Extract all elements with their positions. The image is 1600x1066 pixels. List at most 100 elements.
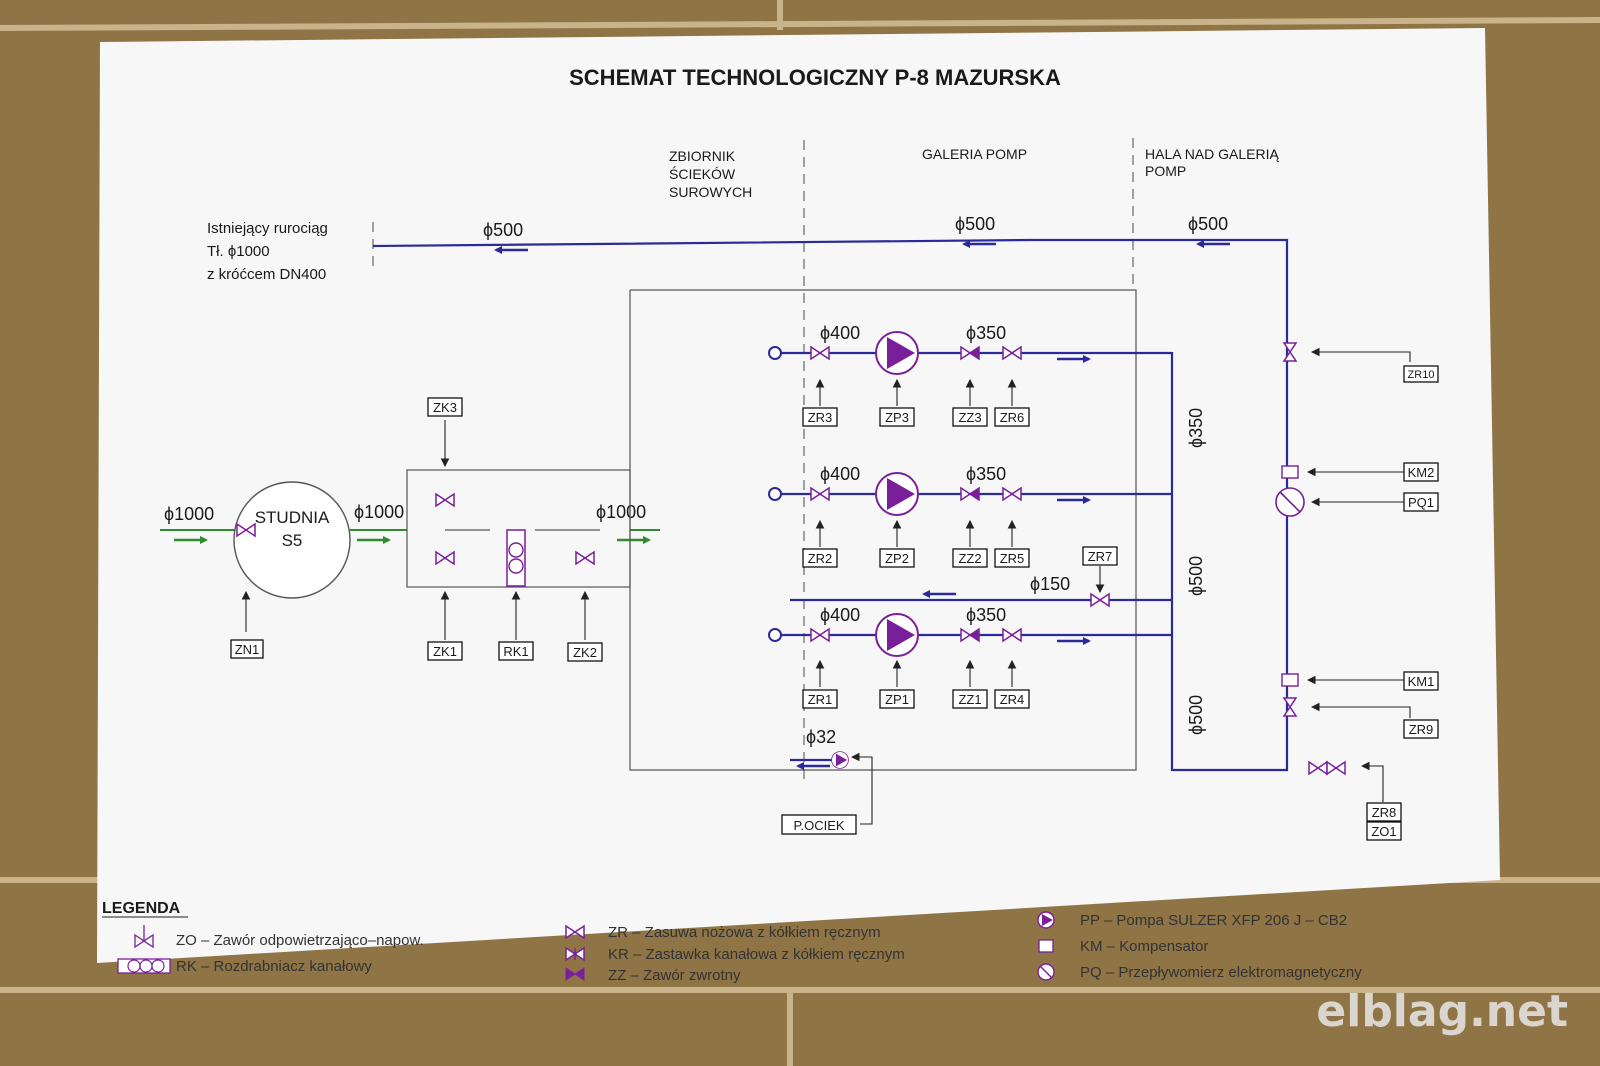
svg-text:ZR4: ZR4 (1000, 692, 1025, 707)
compensator-km2 (1281, 465, 1299, 479)
dim-32: ϕ32 (806, 727, 836, 747)
svg-text:ZK3: ZK3 (433, 400, 457, 415)
tag-zr10: ZR10 (1403, 365, 1439, 383)
dim-350-row2: ϕ350 (966, 464, 1006, 484)
tag-pq1: PQ1 (1403, 492, 1439, 512)
tag-pociek: P.OCIEK (781, 814, 857, 835)
svg-text:ZK1: ZK1 (433, 644, 457, 659)
legend-km: KM – Kompensator (1080, 938, 1208, 955)
tank-outline (629, 289, 1137, 771)
svg-text:ZZ3: ZZ3 (958, 410, 981, 425)
svg-text:ZR3: ZR3 (808, 410, 833, 425)
section-zbiornik-line-3: SUROWYCH (669, 184, 752, 200)
dim-400-row3: ϕ400 (820, 323, 860, 343)
page-title: SCHEMAT TECHNOLOGICZNY P-8 MAZURSKA (569, 65, 1061, 90)
legend: LEGENDA ZO – Zawór odpowietrzająco–napow… (102, 900, 1362, 984)
dim-500-a: ϕ500 (483, 220, 523, 240)
tag-zk1: ZK1 (427, 641, 463, 661)
dim-500-c: ϕ500 (1188, 214, 1228, 234)
section-hala-line-1: HALA NAD GALERIĄ (1145, 146, 1279, 162)
flowmeter-pq1 (1275, 487, 1305, 517)
legend-zo-icon (134, 925, 154, 949)
legend-pq-icon (1037, 963, 1055, 981)
section-zbiornik-line-2: ŚCIEKÓW (669, 165, 736, 182)
tag-zr4: ZR4 (994, 689, 1030, 709)
svg-text:ZO1: ZO1 (1371, 824, 1396, 839)
tag-zz2: ZZ2 (952, 548, 988, 568)
dim-500-vertical-a: ϕ500 (1186, 556, 1206, 596)
dim-150: ϕ150 (1030, 574, 1070, 594)
section-hala-line-2: POMP (1145, 163, 1186, 179)
well-number: S5 (282, 531, 303, 550)
well-s5 (233, 481, 351, 599)
tag-zz3: ZZ3 (952, 407, 988, 427)
dim-350-vertical: ϕ350 (1186, 408, 1206, 448)
dim-1000-out: ϕ1000 (596, 502, 646, 522)
legend-pq: PQ – Przepływomierz elektromagnetyczny (1080, 964, 1362, 981)
tag-zr8: ZR8 (1366, 802, 1402, 822)
dim-500-b: ϕ500 (955, 214, 995, 234)
board (97, 28, 1500, 963)
legend-zo: ZO – Zawór odpowietrzająco–napow. (176, 932, 424, 949)
pump-row-2 (768, 472, 1172, 516)
dim-350-row1: ϕ350 (966, 605, 1006, 625)
svg-text:ZR9: ZR9 (1409, 722, 1434, 737)
tag-zr1: ZR1 (802, 689, 838, 709)
legend-zz-icon (565, 967, 585, 981)
drain-pump (790, 751, 849, 772)
tag-zr9: ZR9 (1403, 719, 1439, 739)
tag-km2: KM2 (1403, 462, 1439, 482)
dim-500-vertical-b: ϕ500 (1186, 695, 1206, 735)
compensator-km1 (1281, 673, 1299, 687)
svg-text:PQ1: PQ1 (1408, 495, 1434, 510)
tag-zr7: ZR7 (1082, 546, 1118, 566)
svg-text:RK1: RK1 (503, 644, 528, 659)
svg-text:ZR1: ZR1 (808, 692, 833, 707)
dim-400-row1: ϕ400 (820, 605, 860, 625)
tag-zp1: ZP1 (879, 689, 915, 709)
svg-text:ZR7: ZR7 (1088, 549, 1113, 564)
svg-text:KM2: KM2 (1408, 465, 1435, 480)
existing-pipe-note: Istniejący rurociąg Tł. ϕ1000 z króćcem … (207, 220, 328, 283)
svg-text:ZP1: ZP1 (885, 692, 909, 707)
svg-text:ZR6: ZR6 (1000, 410, 1025, 425)
svg-text:ZK2: ZK2 (573, 645, 597, 660)
svg-text:ZN1: ZN1 (235, 642, 260, 657)
recirculation-pipe (790, 588, 1172, 607)
legend-km-icon (1038, 939, 1054, 953)
watermark-logo: elblag.net (1316, 986, 1568, 1037)
existing-pipe-line-3: z króćcem DN400 (207, 266, 326, 283)
legend-zr: ZR – Zasuwa nożowa z kółkiem ręcznym (608, 924, 881, 941)
legend-rk: RK – Rozdrabniacz kanałowy (176, 958, 372, 975)
dim-1000-mid: ϕ1000 (354, 502, 404, 522)
tag-zr5: ZR5 (994, 548, 1030, 568)
tag-zo1: ZO1 (1366, 821, 1402, 841)
existing-pipe-line-2: Tł. ϕ1000 (207, 243, 270, 260)
svg-text:ZP2: ZP2 (885, 551, 909, 566)
tag-rk1: RK1 (498, 641, 534, 661)
tag-zk3: ZK3 (427, 397, 463, 417)
tag-zp2: ZP2 (879, 548, 915, 568)
legend-pp-icon (1037, 911, 1055, 929)
tag-zp3: ZP3 (879, 407, 915, 427)
svg-text:ZR2: ZR2 (808, 551, 833, 566)
tag-zr6: ZR6 (994, 407, 1030, 427)
dim-350-row3: ϕ350 (966, 323, 1006, 343)
well-label: STUDNIA (255, 508, 330, 527)
svg-text:ZP3: ZP3 (885, 410, 909, 425)
legend-rk-icon (117, 958, 171, 974)
svg-text:ZZ2: ZZ2 (958, 551, 981, 566)
section-zbiornik: ZBIORNIK ŚCIEKÓW SUROWYCH (669, 148, 752, 200)
tag-zr2: ZR2 (802, 548, 838, 568)
chamber-outline (406, 469, 631, 588)
legend-pp: PP – Pompa SULZER XFP 206 J – CB2 (1080, 912, 1347, 929)
dim-1000-in: ϕ1000 (164, 504, 214, 524)
tag-zn1: ZN1 (230, 639, 264, 659)
svg-text:ZZ1: ZZ1 (958, 692, 981, 707)
tag-zk2: ZK2 (567, 642, 603, 662)
tag-zr3: ZR3 (802, 407, 838, 427)
svg-text:P.OCIEK: P.OCIEK (793, 818, 844, 833)
tag-zz1: ZZ1 (952, 689, 988, 709)
legend-kr: KR – Zastawka kanałowa z kółkiem ręcznym (608, 946, 905, 963)
